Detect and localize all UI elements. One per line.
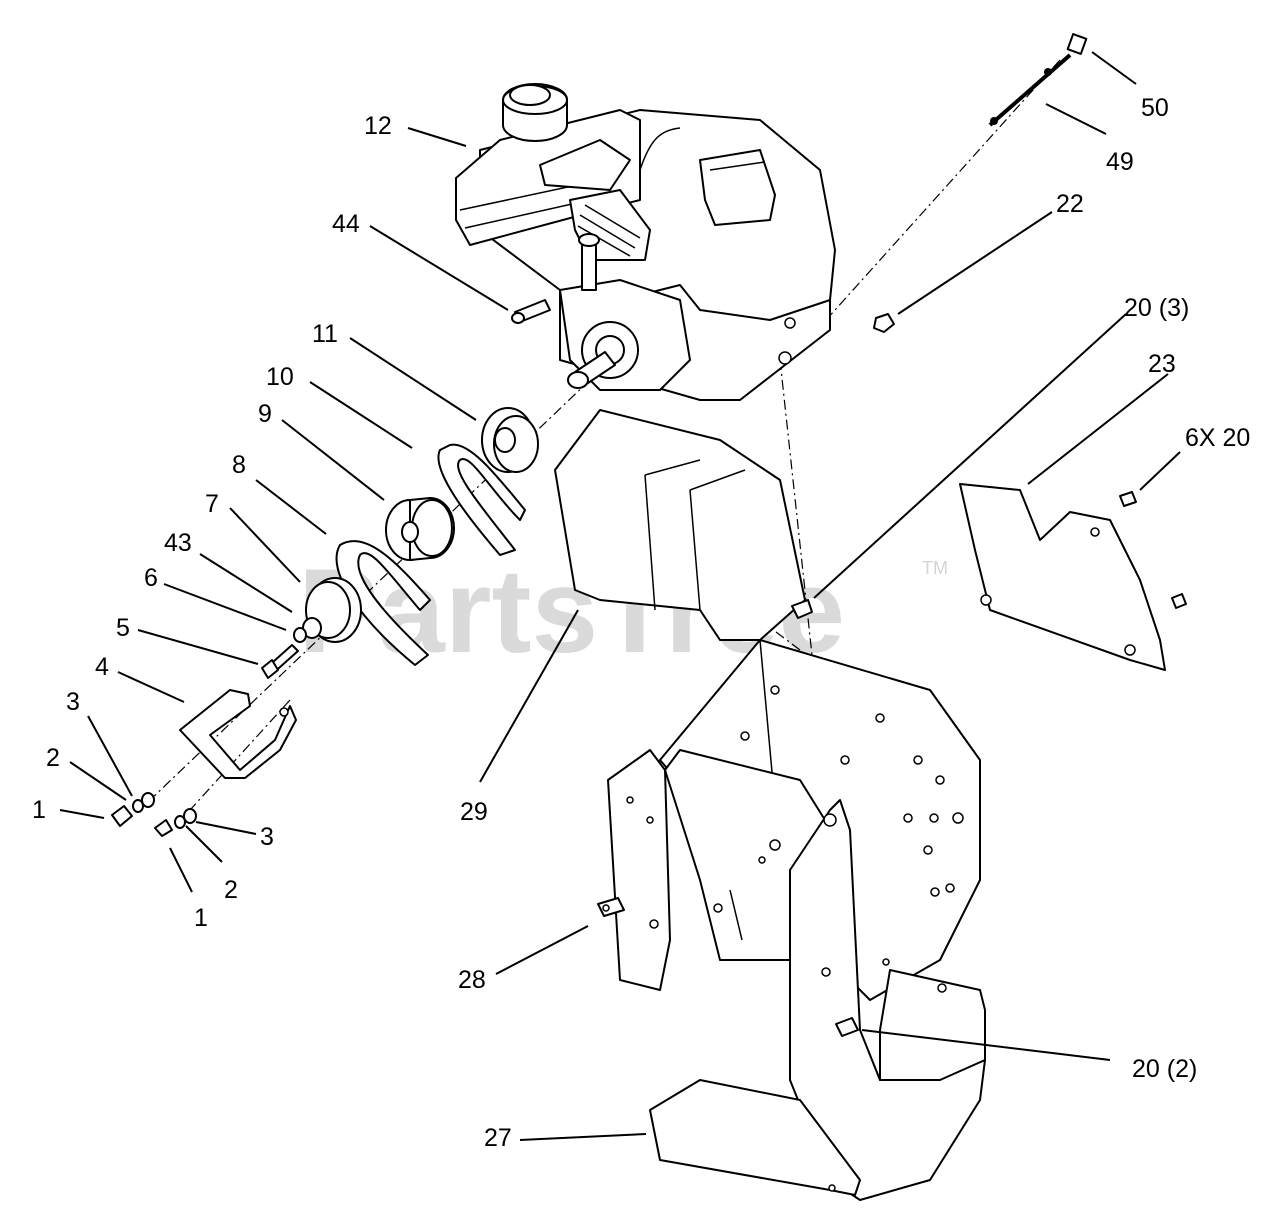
axis-line-bracket — [189, 699, 291, 811]
callout-44: 44 — [332, 210, 360, 238]
callout-43: 43 — [164, 529, 192, 557]
part-8-belt — [335, 540, 431, 666]
part-6-washer — [293, 627, 307, 643]
callout-9: 9 — [258, 400, 272, 428]
callout-8: 8 — [232, 451, 246, 479]
callout-1-right: 1 — [194, 904, 208, 932]
part-23-cover-plate — [959, 483, 1187, 671]
part-28-bolt — [597, 897, 625, 917]
part-44-fitting — [511, 299, 551, 324]
callout-3-left: 3 — [66, 688, 80, 716]
chute-housing — [789, 799, 986, 1201]
part-5-bolt — [261, 644, 299, 679]
callout-11: 11 — [312, 320, 338, 348]
part-20-bolt-upper — [791, 599, 813, 619]
part-10-belt — [437, 443, 526, 556]
callout-29: 29 — [460, 798, 488, 826]
callout-20-3: 20 (3) — [1124, 294, 1189, 322]
leader-lines — [59, 51, 1181, 1141]
watermark-trademark: TM — [922, 558, 948, 578]
callout-6x20: 6X 20 — [1185, 424, 1250, 452]
axis-line-upper — [789, 59, 1061, 361]
callout-3-right: 3 — [260, 823, 274, 851]
callout-labels: 50 49 12 22 44 20 (3) 11 23 10 6X 20 9 8… — [32, 94, 1250, 1152]
callout-10: 10 — [266, 363, 294, 391]
part-29-belt-guard — [554, 409, 806, 641]
callout-49: 49 — [1106, 148, 1134, 176]
callout-22: 22 — [1056, 190, 1084, 218]
hardware-left — [111, 792, 197, 837]
part-49-50-rod — [988, 33, 1088, 127]
engine-assembly — [455, 83, 836, 401]
part-27-bottom-pan — [649, 1079, 861, 1196]
callout-12: 12 — [364, 112, 392, 140]
callout-23: 23 — [1148, 350, 1176, 378]
callout-1-left: 1 — [32, 796, 46, 824]
part-22-nut — [873, 313, 895, 333]
callout-5: 5 — [116, 614, 130, 642]
callout-6: 6 — [144, 564, 158, 592]
callout-28: 28 — [458, 966, 486, 994]
part-4-bracket — [179, 689, 297, 779]
part-9-pulley — [385, 497, 455, 561]
callout-2-left: 2 — [46, 744, 60, 772]
callout-27: 27 — [484, 1124, 512, 1152]
part-11-pulley — [481, 407, 539, 473]
callout-2-right: 2 — [224, 876, 238, 904]
callout-7: 7 — [205, 490, 219, 518]
callout-4: 4 — [95, 653, 109, 681]
callout-20-2: 20 (2) — [1132, 1055, 1197, 1083]
main-frame-housing — [607, 639, 981, 1001]
callout-50: 50 — [1141, 94, 1169, 122]
